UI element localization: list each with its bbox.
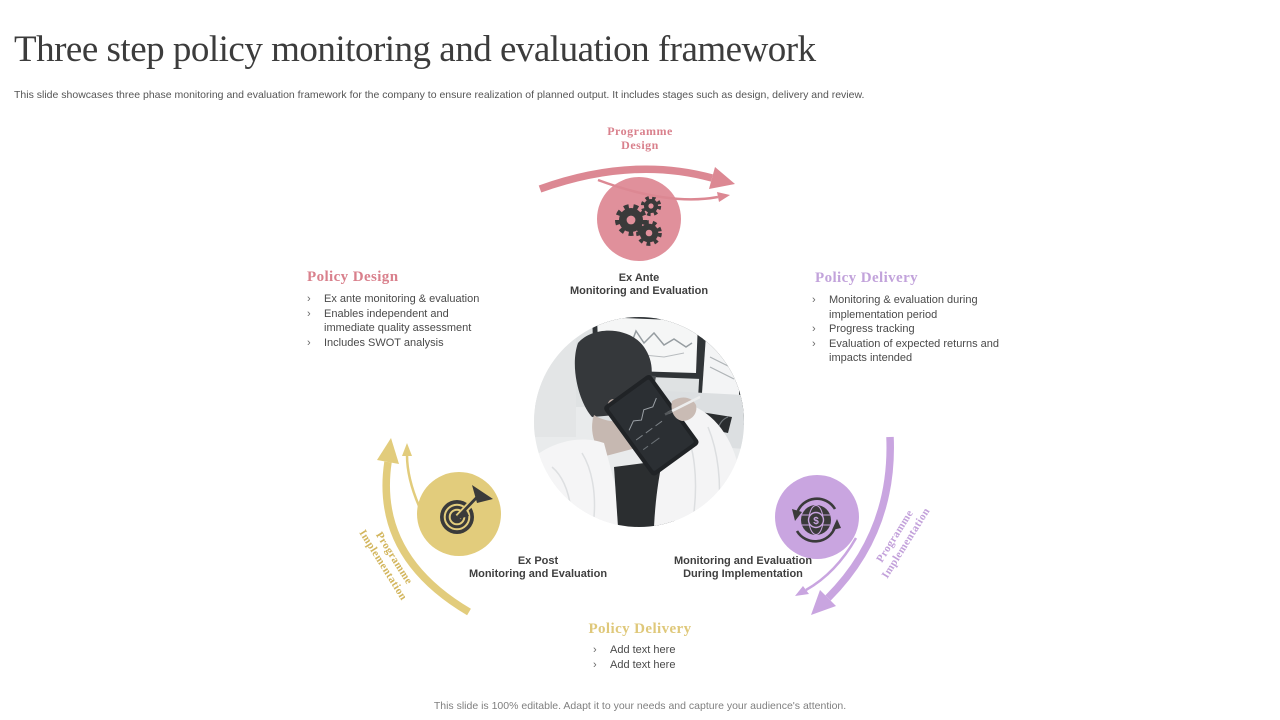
programme-design-label: Programme Design bbox=[560, 124, 720, 152]
list-item: › Enables independent and immediate qual… bbox=[307, 307, 494, 336]
monitoring-during-node-circle: $ bbox=[775, 475, 859, 559]
bullet-text: Ex ante monitoring & evaluation bbox=[324, 293, 480, 305]
list-item: › Ex ante monitoring & evaluation bbox=[307, 292, 494, 307]
monitoring-during-line1: Monitoring and Evaluation bbox=[673, 555, 813, 567]
gears-icon bbox=[597, 195, 681, 265]
ex-post-line2: Monitoring and Evaluation bbox=[468, 568, 608, 580]
policy-delivery-bottom-heading: Policy Delivery bbox=[588, 621, 692, 637]
list-item: › Includes SWOT analysis bbox=[307, 336, 494, 351]
bullet-text: Monitoring & evaluation during implement… bbox=[829, 294, 978, 321]
monitoring-during-line2: During Implementation bbox=[683, 568, 803, 580]
bullet-text: Add text here bbox=[610, 658, 676, 671]
bullet-text: Enables independent and immediate qualit… bbox=[324, 307, 472, 335]
page-title: Three step policy monitoring and evaluat… bbox=[14, 29, 816, 70]
bullet-marker: › bbox=[593, 644, 597, 656]
bullet-marker: › bbox=[307, 293, 311, 305]
list-item: › Add text here bbox=[593, 658, 750, 673]
right-rot-line1: Programme bbox=[874, 507, 916, 565]
bullet-text: Evaluation of expected returns and impac… bbox=[829, 337, 1000, 365]
ex-post-node-label: Ex Post Monitoring and Evaluation bbox=[438, 555, 638, 581]
ex-ante-node-circle bbox=[597, 177, 681, 261]
ex-ante-node-label: Ex Ante Monitoring and Evaluation bbox=[539, 272, 739, 298]
list-item: › Add text here bbox=[593, 643, 750, 658]
policy-design-heading: Policy Design bbox=[307, 269, 399, 285]
slide-subtitle: This slide showcases three phase monitor… bbox=[14, 89, 865, 101]
bullet-text: Add text here bbox=[610, 644, 676, 656]
ex-post-node-circle bbox=[417, 472, 501, 556]
programme-implementation-right-label: Programme Implementation bbox=[858, 482, 944, 598]
programme-design-line2: Design bbox=[621, 138, 659, 152]
ex-ante-line2: Monitoring and Evaluation bbox=[569, 285, 709, 297]
bullet-marker: › bbox=[812, 323, 816, 335]
ex-ante-line1: Ex Ante bbox=[618, 272, 660, 284]
ex-post-line1: Ex Post bbox=[517, 555, 559, 567]
policy-delivery-right-bullets: › Monitoring & evaluation during impleme… bbox=[812, 293, 1001, 366]
monitoring-during-node-label: Monitoring and Evaluation During Impleme… bbox=[643, 555, 843, 581]
person-analyzing-charts-photo bbox=[534, 317, 744, 527]
bullet-marker: › bbox=[812, 337, 816, 350]
svg-text:$: $ bbox=[813, 516, 819, 527]
policy-delivery-right-heading: Policy Delivery bbox=[815, 270, 919, 286]
bullet-text: Includes SWOT analysis bbox=[324, 336, 444, 349]
list-item: › Monitoring & evaluation during impleme… bbox=[812, 293, 1001, 322]
policy-delivery-bottom-bullets: › Add text here › Add text here bbox=[593, 643, 750, 672]
policy-design-bullets: › Ex ante monitoring & evaluation › Enab… bbox=[307, 292, 494, 350]
bullet-marker: › bbox=[593, 658, 597, 671]
bullet-text: Progress tracking bbox=[829, 323, 915, 335]
bullet-marker: › bbox=[812, 294, 816, 306]
programme-design-line1: Programme bbox=[607, 124, 673, 138]
list-item: › Progress tracking bbox=[812, 322, 1001, 337]
left-rot-line2: Implementation bbox=[356, 527, 410, 603]
bullet-marker: › bbox=[307, 307, 311, 320]
list-item: › Evaluation of expected returns and imp… bbox=[812, 337, 1001, 366]
bullet-marker: › bbox=[307, 336, 311, 349]
editable-note: This slide is 100% editable. Adapt it to… bbox=[433, 700, 847, 712]
